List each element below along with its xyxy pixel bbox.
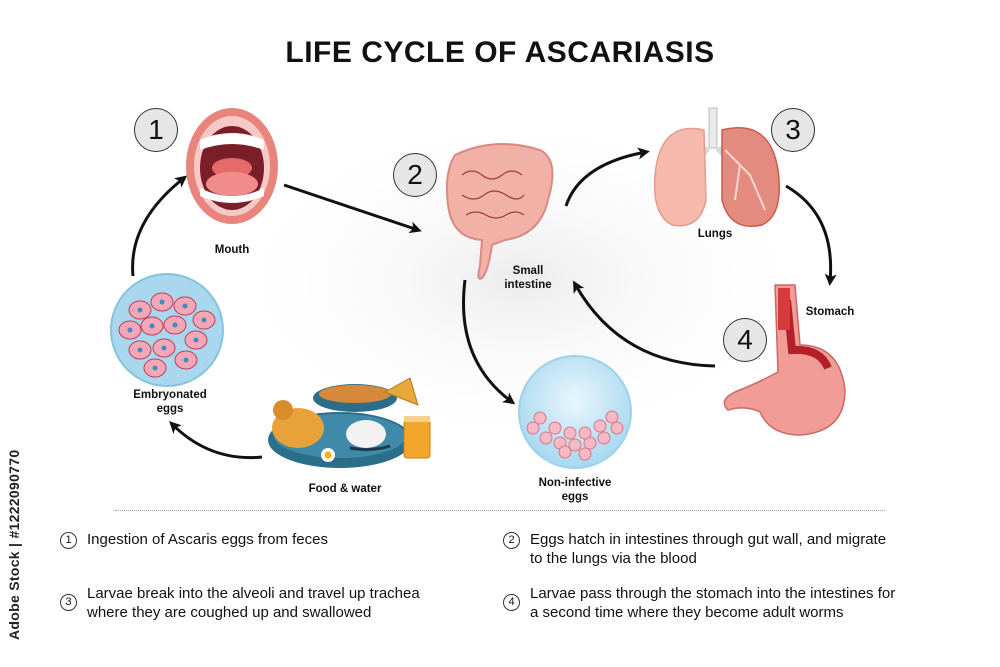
step-badge-3: 3: [771, 108, 815, 152]
label-embryonated-line2: eggs: [156, 403, 184, 415]
label-small-intestine-line1: Small: [512, 265, 544, 277]
arrow-lungs-to-stomach: [785, 184, 837, 286]
legend-text-1: Ingestion of Ascaris eggs from feces: [87, 530, 487, 549]
legend-number-1: 1: [60, 532, 77, 549]
label-non-infective-eggs: Non-infective eggs: [520, 476, 630, 504]
page-title: LIFE CYCLE OF ASCARIASIS: [285, 36, 715, 69]
step-badge-1: 1: [134, 108, 178, 152]
label-mouth: Mouth: [214, 244, 250, 256]
mouth-icon: [186, 108, 278, 224]
legend-number-2: 2: [503, 532, 520, 549]
lungs-icon: [653, 107, 781, 227]
label-small-intestine-line2: intestine: [504, 279, 552, 291]
label-food-water: Food & water: [308, 483, 382, 495]
legend-number-3: 3: [60, 594, 77, 611]
label-non-infective-line2: eggs: [561, 491, 589, 503]
cycle-arrows: [131, 147, 837, 460]
legend-text-2-line2: to the lungs via the blood: [530, 550, 697, 567]
legend-text-3: Larvae break into the alveoli and travel…: [87, 584, 487, 622]
embryonated-eggs-icon: [110, 273, 224, 387]
label-embryonated-eggs: Embryonated eggs: [115, 388, 225, 416]
label-embryonated-line1: Embryonated: [133, 389, 207, 401]
legend-text-2: Eggs hatch in intestines through gut wal…: [530, 530, 950, 568]
legend-text-4-line2: a second time where they become adult wo…: [530, 604, 844, 621]
arrow-intestine-to-lungs: [564, 147, 650, 207]
stomach-icon: [723, 284, 846, 436]
arrow-food-to-embryonated: [169, 421, 263, 460]
divider: [115, 510, 885, 511]
label-small-intestine: Small intestine: [493, 264, 563, 292]
arrow-stomach-to-intestine: [573, 280, 716, 368]
legend-number-4: 4: [503, 594, 520, 611]
label-stomach: Stomach: [805, 306, 855, 318]
food-water-icon: [268, 377, 431, 468]
legend-text-2-line1: Eggs hatch in intestines through gut wal…: [530, 531, 887, 548]
legend-text-3-line1: Larvae break into the alveoli and travel…: [87, 585, 420, 602]
step-badge-4: 4: [723, 318, 767, 362]
legend-text-3-line2: where they are coughed up and swallowed: [87, 604, 372, 621]
label-non-infective-line1: Non-infective: [538, 477, 612, 489]
legend-text-4-line1: Larvae pass through the stomach into the…: [530, 585, 896, 602]
small-intestine-icon: [445, 143, 554, 280]
stock-credit: Adobe Stock | #1222090770: [6, 449, 22, 640]
non-infective-eggs-icon: [518, 355, 632, 469]
arrow-intestine-to-eggs: [462, 279, 516, 405]
legend-text-4: Larvae pass through the stomach into the…: [530, 584, 950, 622]
legend-text-1-line1: Ingestion of Ascaris eggs from feces: [87, 531, 328, 548]
arrow-embryonated-to-mouth: [131, 175, 188, 277]
arrow-mouth-to-intestine: [283, 183, 422, 234]
step-badge-2: 2: [393, 153, 437, 197]
label-lungs: Lungs: [697, 228, 733, 240]
